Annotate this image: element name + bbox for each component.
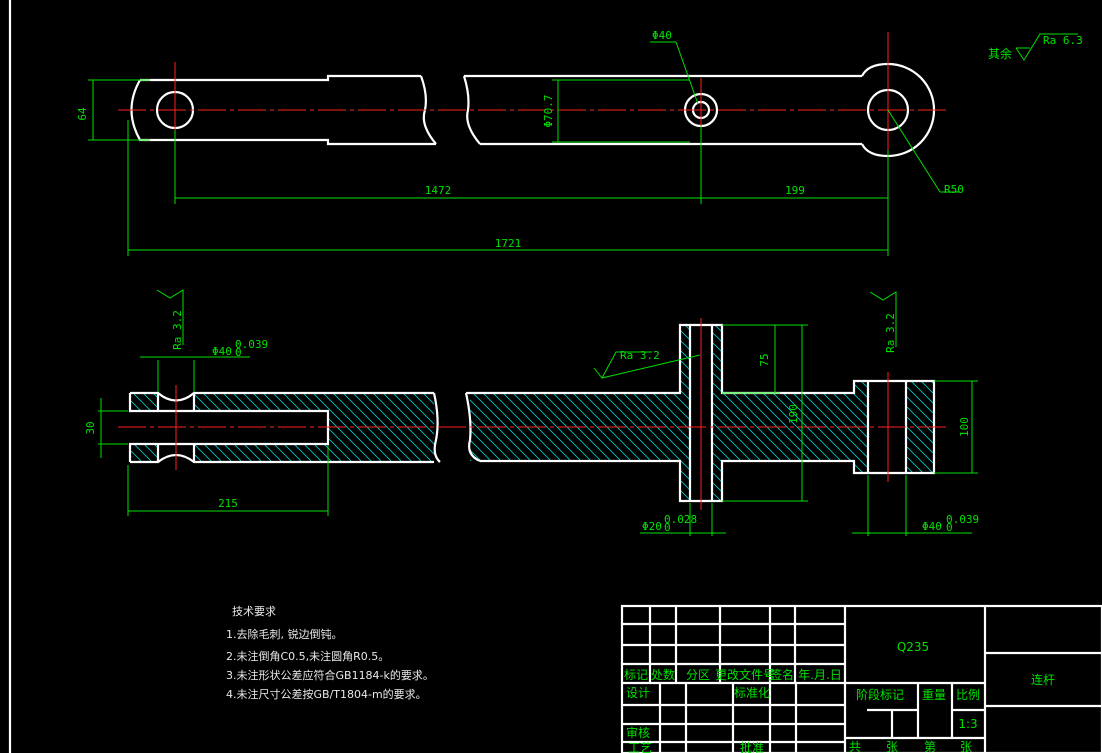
tb-stage-mark: 阶段标记 — [856, 687, 904, 702]
dim-1472: 1472 — [425, 184, 452, 197]
tb-weight: 重量 — [922, 688, 946, 702]
tb-standardize: 标准化 — [734, 686, 770, 700]
top-view-right-outline — [462, 74, 862, 146]
note-2: 2.未注倒角C0.5,未注圆角R0.5。 — [226, 649, 389, 663]
dim-height: 64 — [76, 107, 89, 121]
part-name: 连杆 — [1031, 672, 1055, 687]
title-block — [620, 604, 1102, 753]
dim-75: 75 — [758, 353, 771, 366]
dim-100: 100 — [958, 417, 971, 437]
tb-review: 审核 — [626, 725, 650, 740]
tb-header-change-doc: 更改文件号 — [715, 667, 775, 682]
note-1: 1.去除毛刺, 锐边倒钝。 — [226, 627, 343, 641]
tb-sheet-no: 第 — [924, 740, 936, 753]
notes-title: 技术要求 — [232, 605, 276, 618]
note-4: 4.未注尺寸公差按GB/T1804-m的要求。 — [226, 687, 427, 701]
tb-approve: 批准 — [740, 740, 764, 753]
roughness-ra-left: Ra 3.2 — [171, 310, 184, 350]
note-3: 3.未注形状公差应符合GB1184-k的要求。 — [226, 668, 434, 682]
dim-pin-dia-20: Φ20 — [642, 520, 662, 533]
tb-header-count: 处数 — [651, 667, 675, 682]
tb-design: 设计 — [626, 686, 650, 700]
dim-r50: R50 — [944, 183, 964, 196]
tol-right-upper: 0.039 — [946, 513, 979, 526]
tb-scale-label: 比例 — [956, 688, 980, 702]
tb-header-sign: 签名 — [770, 667, 794, 682]
dim-1721: 1721 — [495, 237, 522, 250]
tol-left-upper: 0.039 — [235, 338, 268, 351]
roughness-others-label: 其余 — [988, 46, 1012, 61]
dim-215: 215 — [218, 497, 238, 510]
technical-notes: 技术要求 1.去除毛刺, 锐边倒钝。 2.未注倒角C0.5,未注圆角R0.5。 … — [226, 605, 434, 701]
roughness-ra-mid: Ra 3.2 — [620, 349, 660, 362]
tol-pin-lower: 0 — [664, 521, 671, 534]
dim-width-30: 30 — [84, 421, 97, 434]
dim-dia-70-7: Φ70.7 — [542, 94, 555, 127]
top-view — [88, 32, 960, 256]
title-block-text: Q235 连杆 标记 处数 分区 更改文件号 签名 年.月.日 设计 标准化 审… — [624, 640, 1055, 753]
tol-right-lower: 0 — [946, 521, 953, 534]
dim-190: 190 — [787, 404, 800, 424]
dim-bore-right: Φ40 — [922, 520, 942, 533]
tol-left-lower: 0 — [235, 346, 242, 359]
tb-header-mark: 标记 — [624, 668, 648, 682]
dim-bore-left: Φ40 — [212, 345, 232, 358]
tb-scale-value: 1:3 — [958, 717, 977, 731]
tb-header-date: 年.月.日 — [798, 668, 842, 682]
roughness-ra-right: Ra 3.2 — [884, 313, 897, 353]
tb-header-zone: 分区 — [686, 668, 710, 682]
roughness-others — [1015, 33, 1078, 61]
tb-sheets-total: 共 — [849, 740, 861, 753]
tol-pin-upper: 0.028 — [664, 513, 697, 526]
material: Q235 — [897, 640, 929, 654]
section-view — [98, 289, 978, 536]
dim-dia-40-top: Φ40 — [652, 29, 672, 42]
tb-sheets-unit: 张 — [886, 740, 898, 753]
tb-process: 工艺 — [628, 741, 652, 753]
tb-sheet-unit2: 张 — [960, 740, 972, 753]
dim-199: 199 — [785, 184, 805, 197]
roughness-ra-6-3: Ra 6.3 — [1043, 34, 1083, 47]
